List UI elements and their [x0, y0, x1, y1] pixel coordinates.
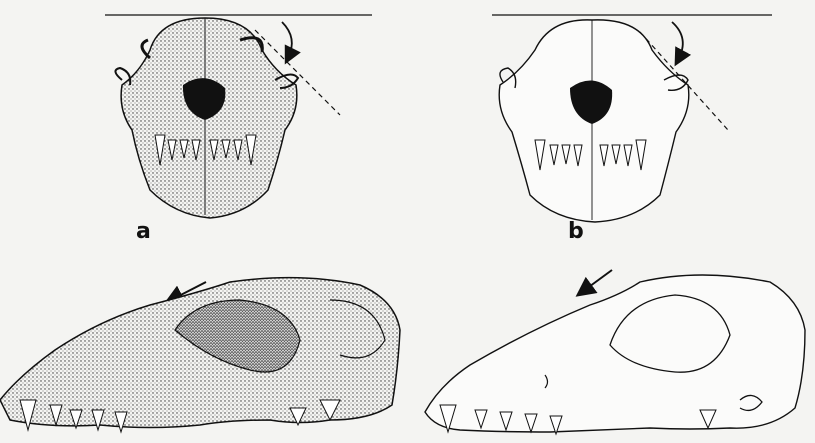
panel-a-left-zygomatic: [142, 40, 150, 58]
panel-a-angle-arrow: [282, 22, 292, 58]
panel-d-lateral-skull-outline: [425, 270, 805, 434]
panel-a-label: a: [136, 221, 151, 243]
panel-c-lateral-skull-shaded: [0, 278, 400, 432]
panel-d-skull-outline: [425, 275, 805, 432]
panel-d-slope-arrow: [582, 270, 612, 292]
panel-a-frontal-skull-shaded: [105, 15, 372, 218]
panel-b-label: b: [568, 221, 584, 243]
panel-b-angle-arrow: [672, 22, 683, 60]
panel-b-frontal-skull-outline: [492, 15, 772, 222]
